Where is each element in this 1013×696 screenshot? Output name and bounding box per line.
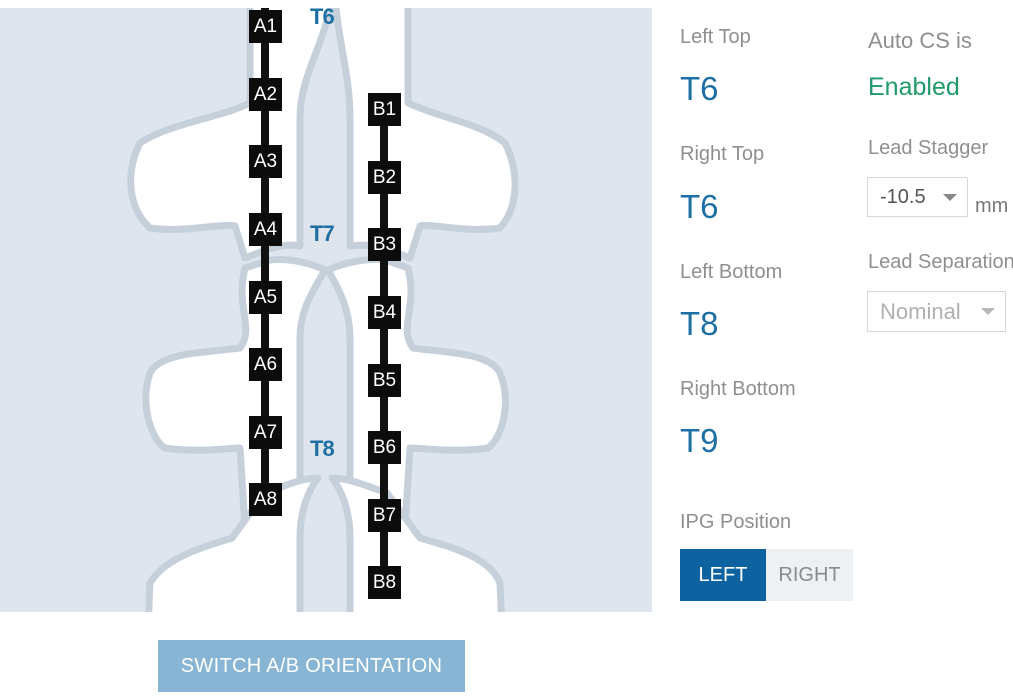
spine-illustration (127, 8, 519, 612)
right-bottom-value: T9 (680, 422, 719, 459)
lead-a-contact[interactable]: A1 (249, 10, 282, 43)
vertebra-label-t6: T6 (310, 8, 335, 29)
lead-a-contact[interactable]: A4 (249, 213, 282, 246)
lead-stagger-label: Lead Stagger (868, 137, 989, 159)
lead-a-contact[interactable]: A2 (249, 78, 282, 111)
auto-cs-label: Auto CS is (868, 28, 972, 53)
auto-cs-status: Enabled (868, 73, 960, 101)
lead-separation-dropdown[interactable]: Nominal (867, 291, 1006, 332)
right-top-label: Right Top (680, 143, 765, 165)
lead-b-contact[interactable]: B6 (368, 431, 401, 464)
lead-b-contact[interactable]: B3 (368, 228, 401, 261)
lead-b-contact[interactable]: B7 (368, 499, 401, 532)
chevron-down-icon (943, 194, 957, 201)
ipg-position-label: IPG Position (680, 511, 792, 533)
lead-a-contact[interactable]: A5 (249, 281, 282, 314)
left-top-label: Left Top (680, 26, 751, 48)
lead-stagger-dropdown[interactable]: -10.5 (867, 177, 968, 217)
switch-orientation-button[interactable]: SWITCH A/B ORIENTATION (158, 640, 465, 692)
ipg-right-button[interactable]: RIGHT (766, 549, 853, 601)
lead-b-wire (380, 93, 388, 598)
lead-separation-label: Lead Separation (868, 251, 1013, 273)
lead-b-contact[interactable]: B8 (368, 566, 401, 599)
lead-b-contact[interactable]: B5 (368, 364, 401, 397)
right-top-value: T6 (680, 188, 719, 225)
lead-stagger-unit: mm (975, 195, 1009, 217)
left-top-value: T6 (680, 70, 719, 107)
lead-b-contact[interactable]: B2 (368, 161, 401, 194)
lead-a-contact[interactable]: A3 (249, 145, 282, 178)
spine-illustration-panel: T6 T7 T8 A1 A2 A3 A4 A5 A6 A7 A8 B1 B2 B… (0, 8, 652, 612)
lead-separation-value: Nominal (880, 298, 961, 324)
vertebra-label-t7: T7 (310, 221, 335, 246)
lead-b-contact[interactable]: B4 (368, 296, 401, 329)
lead-a-wire (261, 8, 269, 503)
right-bottom-label: Right Bottom (680, 378, 796, 400)
lead-a-contact[interactable]: A8 (249, 483, 282, 516)
ipg-left-button[interactable]: LEFT (680, 549, 766, 601)
lead-a-contact[interactable]: A6 (249, 348, 282, 381)
vertebra-label-t8: T8 (310, 436, 335, 461)
left-bottom-value: T8 (680, 305, 719, 342)
lead-b-contact[interactable]: B1 (368, 93, 401, 126)
left-bottom-label: Left Bottom (680, 261, 783, 283)
lead-a-contact[interactable]: A7 (249, 416, 282, 449)
lead-stagger-value: -10.5 (880, 185, 926, 208)
chevron-down-icon (981, 308, 995, 315)
